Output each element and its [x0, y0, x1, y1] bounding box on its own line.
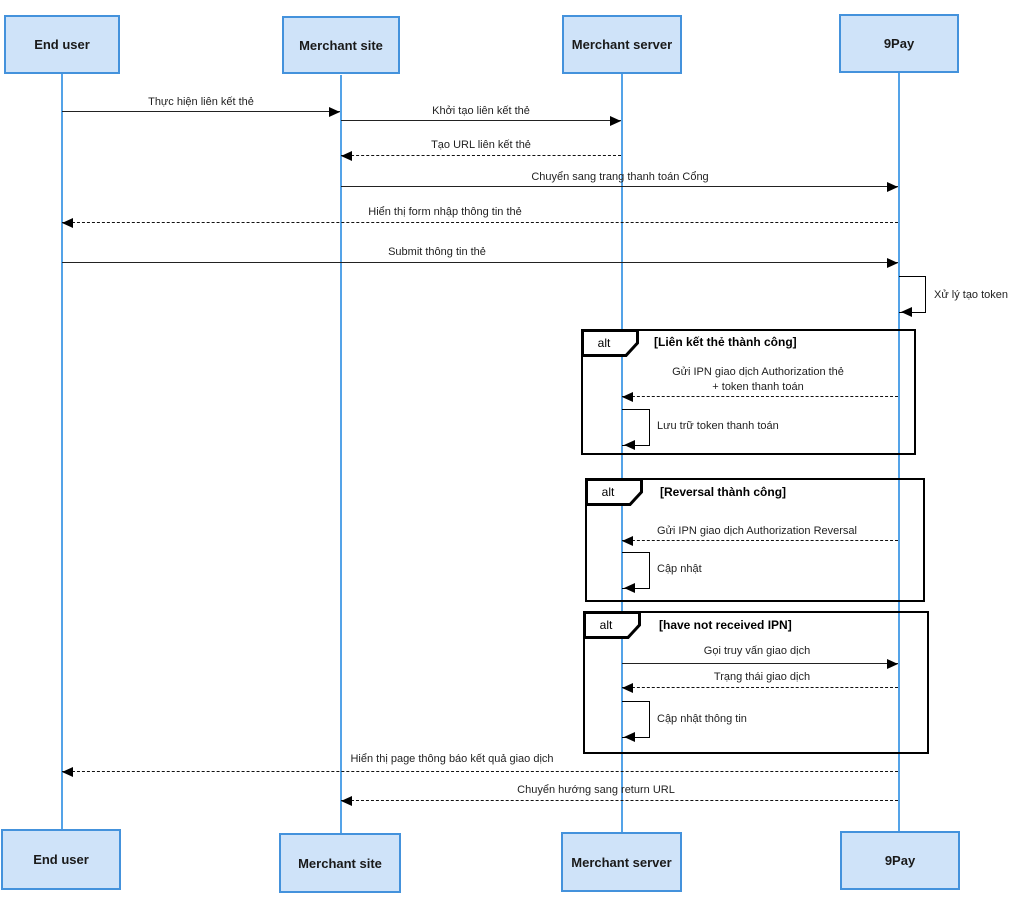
message-label: Thực hiện liên kết thẻ [148, 96, 254, 108]
alt-operator-tag [585, 478, 643, 506]
actor-label: Merchant server [571, 854, 672, 870]
arrowhead-icon [341, 151, 352, 161]
alt-frame-2 [585, 478, 925, 602]
message-line [62, 771, 898, 772]
arrowhead-icon [624, 732, 635, 742]
arrowhead-icon [887, 258, 898, 268]
message-label: Hiển thị page thông báo kết quả giao dịc… [350, 753, 554, 765]
alt-operator-label: alt [599, 618, 613, 632]
arrowhead-icon [622, 392, 633, 402]
message-line [341, 800, 898, 801]
arrowhead-icon [622, 536, 633, 546]
lifeline-merchant-site [340, 75, 342, 833]
message-label: Trạng thái giao dịch [713, 671, 811, 683]
actor-label: Merchant site [298, 855, 382, 871]
arrowhead-icon [62, 218, 73, 228]
alt-frame-3 [583, 611, 929, 754]
actor-bottom-merchant-server: Merchant server [561, 832, 682, 892]
self-message-loop [622, 552, 650, 589]
message-line [622, 396, 898, 397]
message-label: Gọi truy vấn giao dịch [703, 645, 811, 657]
alt-operator-label: alt [601, 485, 615, 499]
self-message-loop [899, 276, 926, 313]
arrowhead-icon [610, 116, 621, 126]
arrowhead-icon [624, 583, 635, 593]
message-label: Tạo URL liên kết thẻ [431, 139, 531, 151]
message-label: Cập nhật thông tin [657, 713, 747, 725]
lifeline-9pay [898, 73, 900, 831]
actor-label: Merchant site [299, 37, 383, 53]
actor-bottom-merchant-site: Merchant site [279, 833, 401, 893]
arrowhead-icon [887, 659, 898, 669]
message-label: Chuyển hướng sang return URL [517, 784, 675, 796]
arrowhead-icon [887, 182, 898, 192]
actor-label: End user [34, 37, 90, 52]
message-label: + token thanh toán [712, 381, 804, 393]
message-label: Gửi IPN giao dịch Authorization thẻ [672, 366, 844, 378]
actor-top-merchant-server: Merchant server [562, 15, 682, 74]
arrowhead-icon [329, 107, 340, 117]
alt-operator-tag [581, 329, 639, 357]
message-line [622, 687, 898, 688]
message-label: Lưu trữ token thanh toán [657, 420, 779, 432]
self-message-loop [622, 409, 650, 446]
message-line [622, 540, 898, 541]
actor-label: 9Pay [883, 36, 915, 51]
arrowhead-icon [622, 683, 633, 693]
message-label: Submit thông tin thẻ [388, 246, 486, 258]
message-line [62, 111, 340, 112]
arrowhead-icon [901, 307, 912, 317]
message-line [62, 222, 898, 223]
alt-condition-label: [Reversal thành công] [660, 485, 787, 499]
message-line [341, 186, 898, 187]
arrowhead-icon [624, 440, 635, 450]
message-line [341, 120, 621, 121]
actor-top-9pay: 9Pay [839, 14, 959, 73]
message-line [622, 663, 898, 664]
alt-condition-label: [Liên kết thẻ thành công] [654, 335, 797, 349]
actor-label: Merchant server [571, 37, 673, 52]
message-label: Khởi tạo liên kết thẻ [432, 105, 530, 117]
message-label: Chuyển sang trang thanh toán Cổng [531, 171, 709, 183]
message-label: Hiển thị form nhập thông tin thẻ [368, 206, 522, 218]
message-label: Cập nhật [657, 563, 702, 575]
actor-label: End user [33, 852, 89, 867]
message-line [62, 262, 898, 263]
actor-top-end-user: End user [4, 15, 120, 74]
alt-frame-1 [581, 329, 916, 455]
actor-top-merchant-site: Merchant site [282, 16, 400, 74]
actor-bottom-9pay: 9Pay [840, 831, 960, 890]
self-message-loop [622, 701, 650, 738]
alt-operator-label: alt [597, 336, 611, 350]
actor-bottom-end-user: End user [1, 829, 121, 890]
message-label: Xử lý tạo token [934, 289, 1009, 301]
message-line [341, 155, 621, 156]
actor-label: 9Pay [884, 853, 916, 868]
message-label: Gửi IPN giao dịch Authorization Reversal [657, 525, 857, 537]
alt-operator-tag [583, 611, 641, 639]
arrowhead-icon [62, 767, 73, 777]
lifeline-end-user [61, 74, 63, 830]
arrowhead-icon [341, 796, 352, 806]
alt-condition-label: [have not received IPN] [659, 618, 792, 632]
